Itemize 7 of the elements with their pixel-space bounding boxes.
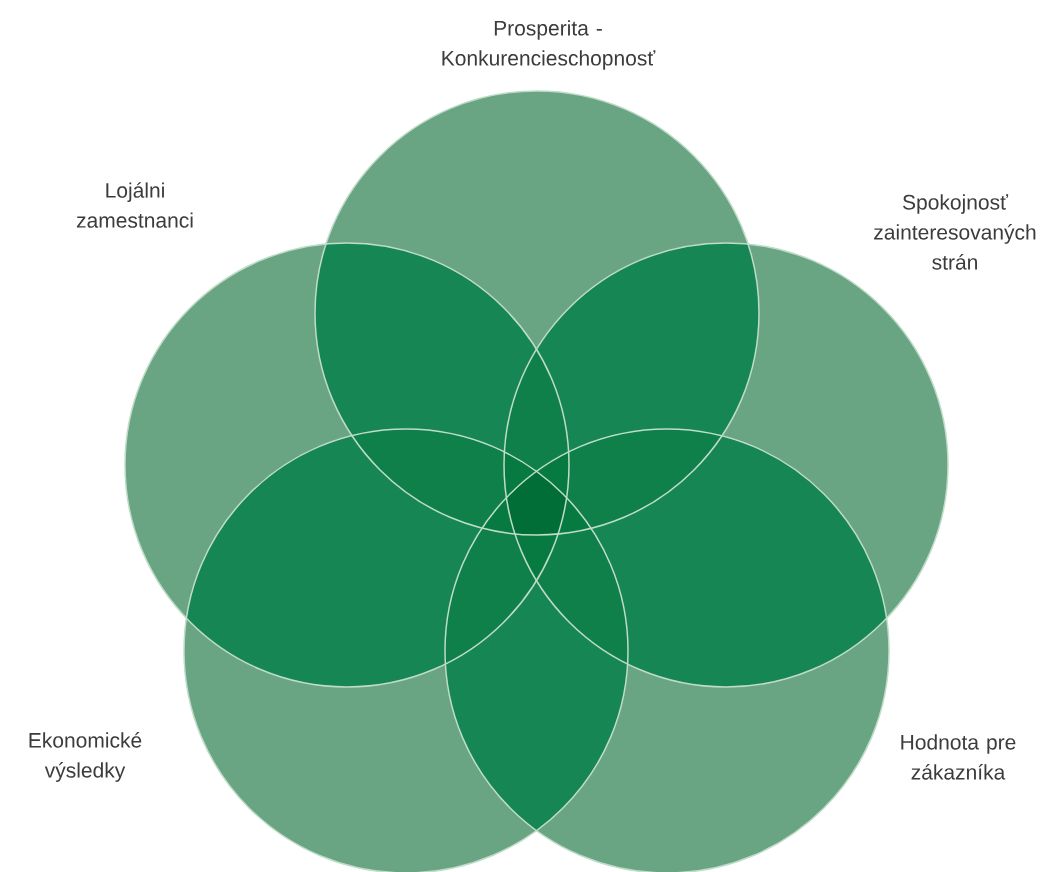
- circle-label: Hodnota pre zákazníka: [901, 734, 1016, 780]
- circle: [314, 90, 760, 536]
- circle-label: Ekonomické výsledky: [29, 732, 142, 782]
- circle-label: Spokojnosť zainteresovaných strán: [874, 194, 1036, 270]
- circle-label: Lojálni zamestnanci: [76, 182, 193, 228]
- circle: [124, 242, 570, 688]
- circle-label: Prosperita - Konkurencieschopnosť: [442, 20, 656, 70]
